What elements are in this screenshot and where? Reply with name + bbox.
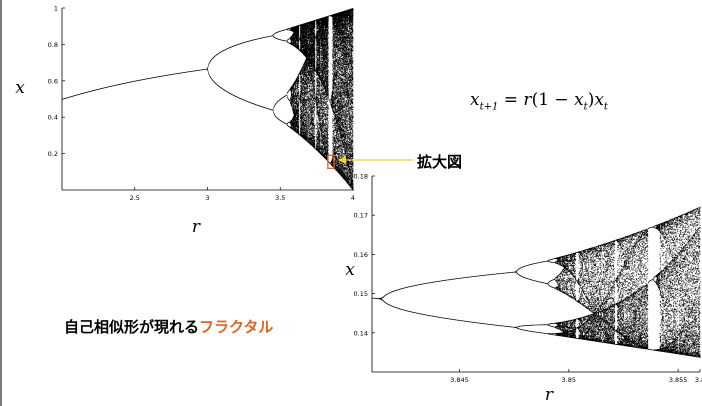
y-axis-label: x xyxy=(15,78,25,98)
formula-close: ) xyxy=(587,90,595,110)
x-tick-label: 3.5 xyxy=(275,194,285,202)
formula-x2: x xyxy=(594,90,604,110)
formula-x-sub: t xyxy=(583,101,588,113)
y-tick-label: 0.18 xyxy=(354,173,368,181)
y-tick-label: 0.4 xyxy=(48,114,58,122)
x-axis-label: r xyxy=(545,385,554,405)
y-tick-label: 0.17 xyxy=(354,212,368,220)
y-tick-label: 0.6 xyxy=(48,77,58,85)
formula-open: (1 − xyxy=(531,90,575,110)
y-tick-label: 0.15 xyxy=(354,290,368,298)
x-tick-label: 4 xyxy=(351,194,355,202)
x-tick-label: 3.8 xyxy=(695,376,702,384)
bifurcation-points xyxy=(62,8,354,191)
x-tick-label: 3.845 xyxy=(450,376,469,384)
zoom-label: 拡大図 xyxy=(417,153,463,171)
fractal-caption: 自己相似形が現れるフラクタル xyxy=(64,316,273,337)
formula-x: x xyxy=(574,90,584,110)
x-tick-label: 3.855 xyxy=(669,376,688,384)
x-tick-label: 3 xyxy=(205,194,209,202)
zoom-points xyxy=(372,206,701,358)
logistic-map-formula: xt+1 = r(1 − xt)xt xyxy=(470,90,608,112)
y-axis-label: x xyxy=(345,260,355,280)
y-tick-label: 1 xyxy=(54,5,58,13)
main-axes: 2.5 3 3.5 4 0.2 0.4 0.6 0.8 1 r x xyxy=(15,5,355,238)
main-points xyxy=(62,8,354,191)
y-tick-label: 0.14 xyxy=(354,329,368,337)
caption-highlight: フラクタル xyxy=(199,318,274,336)
y-tick-label: 0.2 xyxy=(48,150,58,158)
formula-eq: = xyxy=(498,90,524,110)
zoom-marker-box xyxy=(327,154,335,169)
formula-r: r xyxy=(523,90,532,110)
y-tick-label: 0.16 xyxy=(354,251,368,259)
x-axis-label: r xyxy=(192,217,201,237)
formula-lhs: x xyxy=(470,90,480,110)
bifurcation-points xyxy=(372,206,701,358)
zoom-axes: 3.845 3.85 3.855 3.8 0.14 0.15 0.16 0.17 0.18 r x xyxy=(345,173,702,406)
x-tick-label: 2.5 xyxy=(130,194,140,202)
left-border xyxy=(0,0,2,406)
formula-x2-sub: t xyxy=(603,101,608,113)
y-tick-label: 0.8 xyxy=(48,41,58,49)
formula-lhs-sub: t+1 xyxy=(479,101,499,113)
caption-text: 自己相似形が現れる xyxy=(64,318,200,336)
x-tick-label: 3.85 xyxy=(562,376,576,384)
zoom-arrowhead xyxy=(338,156,346,164)
